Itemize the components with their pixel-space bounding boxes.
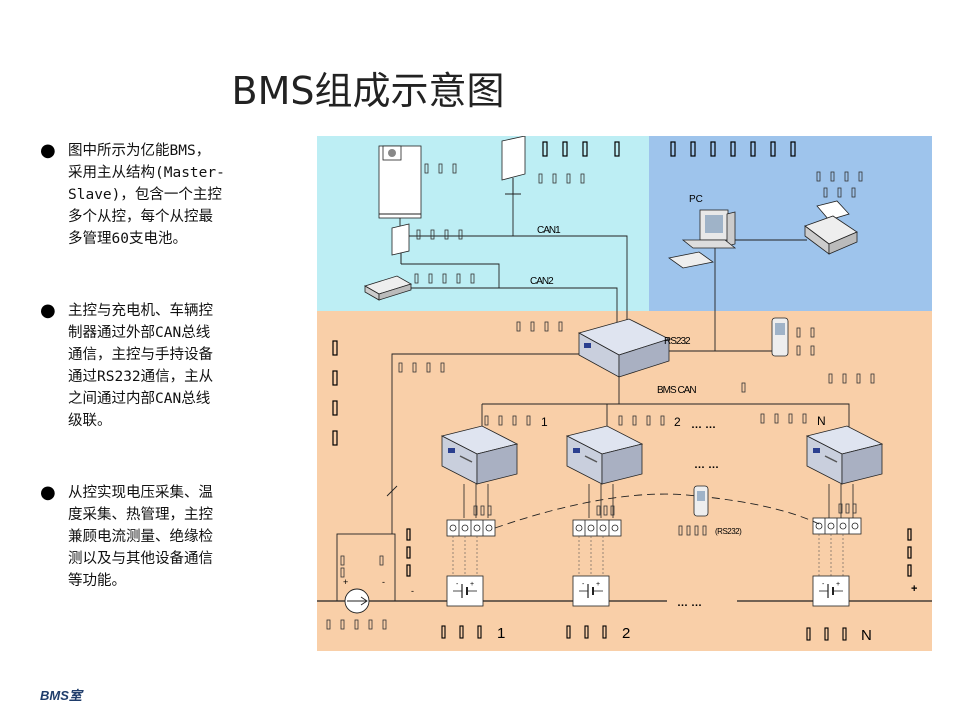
bullet-text: 从控实现电压采集、温 度采集、热管理，主控 兼顾电流测量、绝缘检 测以及与其他设…	[68, 485, 213, 589]
glyph-boxes	[424, 163, 457, 174]
glyph-boxes	[398, 362, 445, 373]
cable-tick	[386, 485, 398, 497]
slave-1-label: 1	[541, 415, 548, 429]
bullet-text: 图中所示为亿能BMS， 采用主从结构(Master- Slave)，包含一个主控…	[68, 143, 225, 247]
footer-label: BMS室	[40, 688, 82, 703]
master-bms-icon	[577, 318, 671, 378]
bullet-item: ● 从控实现电压采集、温 度采集、热管理，主控 兼顾电流测量、绝缘检 测以及与其…	[40, 482, 300, 592]
glyph-boxes	[326, 619, 387, 630]
glyph-boxes	[473, 503, 857, 516]
glyph-boxes	[441, 625, 847, 641]
printer-icon	[804, 200, 858, 255]
glyph-boxes	[678, 525, 707, 536]
rs232-label: RS232	[664, 336, 691, 347]
pc-label: PC	[689, 194, 703, 205]
battery-module-1-icon	[446, 575, 484, 607]
terminal-block-n	[812, 517, 862, 535]
terminal-block-1	[446, 519, 496, 537]
battery-module-n-icon	[812, 575, 850, 607]
vehicle-display-icon	[501, 135, 526, 195]
can1-label: CAN1	[537, 225, 561, 236]
slave-ellipsis-top: … …	[691, 419, 716, 431]
sense-wires	[452, 534, 844, 581]
power-ellipsis: … …	[677, 597, 702, 609]
glyph-boxes	[484, 413, 807, 426]
module-n-label: N	[861, 627, 872, 644]
can2-label: CAN2	[530, 276, 554, 287]
rs232-dashed-link	[494, 493, 820, 529]
bullet-dot-icon: ●	[40, 140, 56, 161]
minus-sign-main: -	[411, 586, 414, 596]
slave-n-label: N	[817, 414, 826, 428]
glyph-boxes-vertical	[332, 340, 338, 446]
glyph-boxes	[340, 555, 384, 578]
pc-icon	[668, 209, 737, 269]
bullet-dot-icon: ●	[40, 482, 56, 503]
current-sensor-box	[336, 533, 396, 614]
monitor-zone	[649, 136, 932, 311]
module-1-label: 1	[497, 625, 505, 642]
glyph-boxes	[816, 171, 863, 198]
bms-can-label: BMS CAN	[657, 385, 696, 396]
glyph-boxes-title	[542, 141, 620, 157]
module-2-label: 2	[622, 625, 630, 642]
glyph-boxes	[516, 321, 563, 332]
battery-module-2-icon	[572, 575, 610, 607]
handheld-device-icon	[364, 275, 412, 301]
bullet-text: 主控与充电机、车辆控 制器通过外部CAN总线 通信，主控与手持设备 通过RS23…	[68, 303, 214, 429]
rs232-paren-label: (RS232)	[715, 527, 742, 536]
plus-sign-left: +	[343, 577, 348, 587]
charger-zone	[317, 136, 649, 311]
glyph-boxes-title	[670, 141, 796, 157]
glyph-boxes	[741, 373, 875, 393]
phone-icon	[771, 317, 789, 357]
slave-ellipsis-mid: … …	[694, 459, 719, 471]
page-title: BMS组成示意图	[231, 69, 505, 113]
plus-sign-main: +	[911, 583, 917, 595]
minus-sign-left: -	[382, 577, 385, 587]
bullet-list: ● 图中所示为亿能BMS， 采用主从结构(Master- Slave)，包含一个…	[40, 140, 300, 642]
slave-2-label: 2	[674, 415, 681, 429]
external-cable	[391, 353, 579, 534]
glyph-boxes	[414, 273, 475, 284]
internal-can-bus	[618, 376, 850, 436]
glyph-boxes-vertical	[406, 528, 912, 577]
bullet-item: ● 主控与充电机、车辆控 制器通过外部CAN总线 通信，主控与手持设备 通过RS…	[40, 300, 300, 432]
bullet-dot-icon: ●	[40, 300, 56, 321]
terminal-block-2	[572, 519, 622, 537]
second-display-icon	[391, 223, 410, 264]
glyph-boxes	[538, 173, 585, 184]
bms-diagram: - + CAN1	[317, 135, 932, 655]
handheld-rs232-icon	[693, 485, 709, 517]
glyph-boxes	[416, 229, 463, 240]
glyph-boxes	[796, 327, 815, 356]
bullet-item: ● 图中所示为亿能BMS， 采用主从结构(Master- Slave)，包含一个…	[40, 140, 300, 250]
charger-cabinet-icon	[378, 145, 422, 219]
